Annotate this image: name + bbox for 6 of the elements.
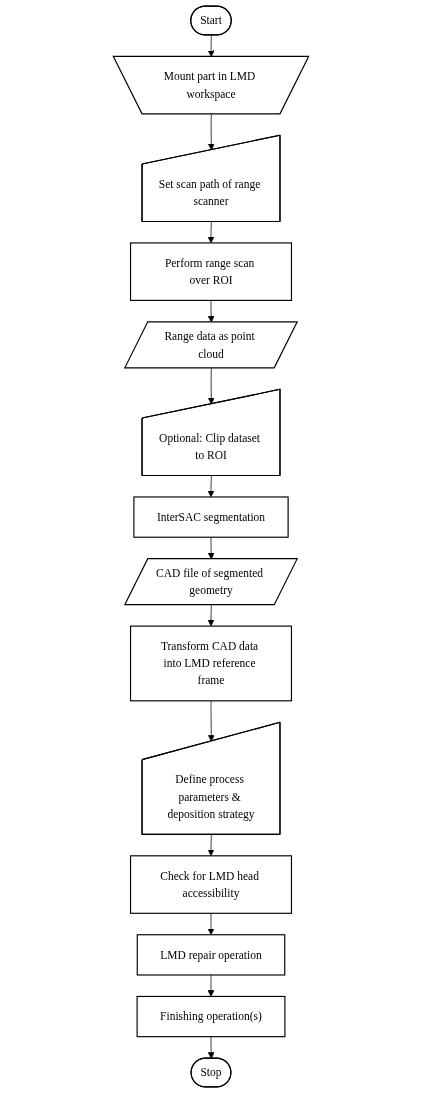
node-box: Transform CAD data into LMD reference frame <box>129 625 293 702</box>
node-box: Finishing operation(s) <box>136 995 286 1038</box>
node-box: Perform range scan over ROI <box>129 242 293 301</box>
node-box: InterSAC segmentation <box>133 496 289 538</box>
node-box: LMD repair operation <box>136 934 286 976</box>
node-box: Check for LMD head accessibility <box>129 855 293 914</box>
